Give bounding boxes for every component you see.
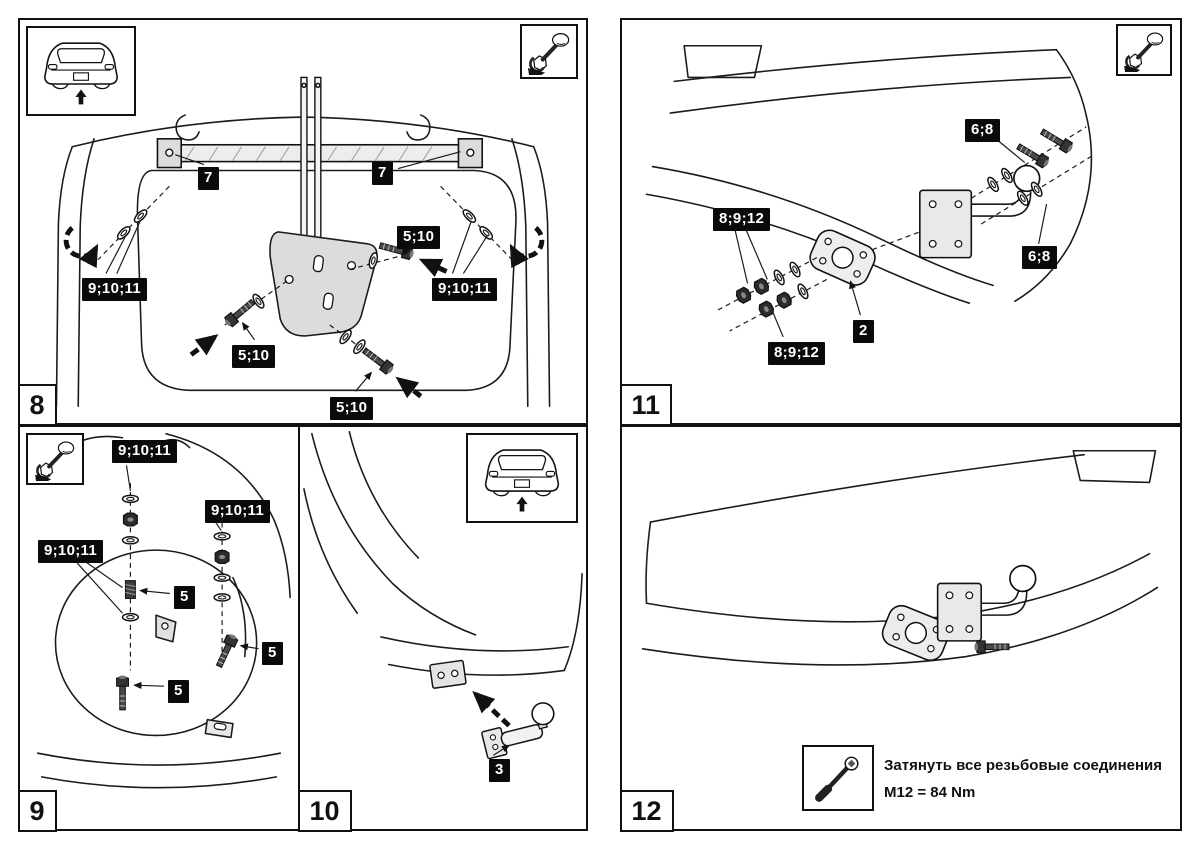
- part-label: 5: [174, 586, 195, 609]
- part-label: 9;10;11: [82, 278, 147, 301]
- part-label: 6;8: [965, 119, 1000, 142]
- step-number-12: 12: [619, 789, 674, 832]
- hand-wrench-icon: [1116, 24, 1172, 76]
- part-label: 9;10;11: [205, 500, 270, 523]
- panel-step-12: Затянуть все резьбовые соединения М12 = …: [619, 425, 1182, 832]
- torque-note-line2: М12 = 84 Nm: [884, 784, 976, 801]
- step-number-8: 8: [17, 383, 57, 426]
- torque-note-line1: Затянуть все резьбовые соединения: [884, 757, 1163, 774]
- part-label: 9;10;11: [38, 540, 103, 563]
- hand-wrench-icon: [520, 24, 578, 79]
- step8-illustration: [55, 76, 551, 407]
- panel-step-9: 9;10;11 9;10;11 9;10;11 5 5 5 9: [17, 425, 301, 832]
- step-number-9: 9: [17, 789, 57, 832]
- step12-illustration: [641, 449, 1159, 666]
- part-label: 2: [853, 320, 874, 343]
- torque-note: Затянуть все резьбовые соединения М12 = …: [884, 757, 1162, 802]
- car-rear-icon: [26, 26, 136, 116]
- part-label: 5;10: [397, 226, 441, 249]
- panel-step-10: 3 10: [297, 425, 588, 832]
- torque-wrench-icon: [802, 745, 874, 811]
- part-label: 9;10;11: [112, 440, 177, 463]
- part-label: 7: [372, 162, 393, 185]
- part-label: 5: [262, 642, 283, 665]
- part-label: 7: [198, 167, 219, 190]
- panel-step-8: 7 7 5;10 9;10;11 9;10;11 5;10 5;10 8: [17, 18, 588, 426]
- part-label: 9;10;11: [432, 278, 497, 301]
- part-label: 8;9;12: [768, 342, 826, 365]
- hand-wrench-icon: [26, 433, 84, 485]
- part-label: 5;10: [232, 345, 276, 368]
- step9-illustration: [36, 432, 291, 789]
- car-rear-icon: [466, 433, 578, 523]
- part-label: 3: [489, 759, 510, 782]
- part-label: 8;9;12: [713, 208, 771, 231]
- panel-step-11: 6;8 8;9;12 6;8 8;9;12 2 11: [619, 18, 1182, 426]
- step-number-10: 10: [297, 789, 352, 832]
- part-label: 5;10: [330, 397, 374, 420]
- part-label: 6;8: [1022, 246, 1057, 269]
- part-label: 5: [168, 680, 189, 703]
- step10-illustration: [303, 430, 583, 760]
- step11-illustration: [645, 44, 1095, 338]
- step-number-11: 11: [619, 383, 673, 426]
